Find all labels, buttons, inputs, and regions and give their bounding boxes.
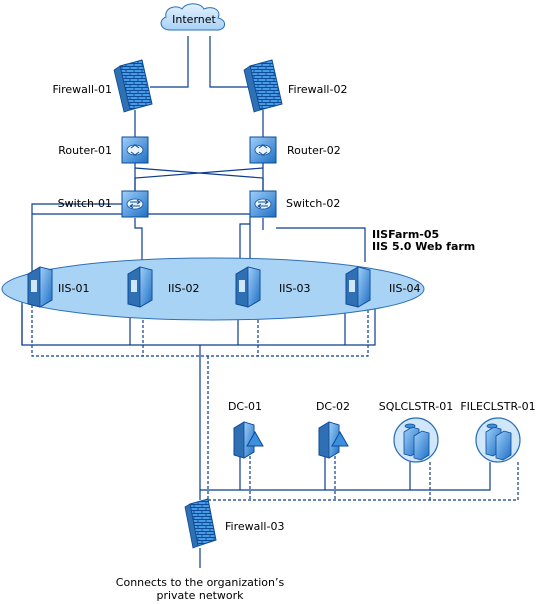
- switch-01-icon: [121, 190, 149, 218]
- dc-01-server-icon: [233, 421, 264, 459]
- dc-02-label: DC-02: [316, 400, 350, 413]
- firewall-02-icon: [243, 59, 283, 113]
- dc-02-server-icon: [318, 421, 349, 459]
- iis-01-label: IIS-01: [58, 282, 89, 295]
- sql-cluster-label: SQLCLSTR-01: [379, 400, 453, 413]
- firewall-02-label: Firewall-02: [288, 83, 347, 96]
- private-network-line2: private network: [156, 589, 244, 602]
- farm-subtitle: IIS 5.0 Web farm: [372, 240, 475, 253]
- internet-label: Internet: [172, 13, 216, 26]
- file-cluster-label: FILECLSTR-01: [460, 400, 535, 413]
- switch-02-icon: [249, 190, 277, 218]
- iis-01-server-icon: [27, 266, 53, 308]
- router-01-icon: [121, 136, 149, 164]
- file-cluster-icon: [475, 417, 521, 463]
- connection-lines: [21, 36, 519, 568]
- dc-01-label: DC-01: [228, 400, 262, 413]
- iis-04-server-icon: [345, 266, 371, 308]
- firewall-03-label: Firewall-03: [225, 520, 284, 533]
- firewall-03-icon: [184, 498, 217, 549]
- switch-01-label: Switch-01: [58, 197, 112, 210]
- router-02-label: Router-02: [287, 144, 341, 157]
- iis-02-server-icon: [127, 266, 153, 308]
- internet-cloud-icon: [160, 3, 225, 31]
- iis-03-server-icon: [235, 266, 261, 308]
- router-01-label: Router-01: [58, 144, 112, 157]
- web-farm-ellipse: [1, 257, 425, 321]
- private-network-line1: Connects to the organization’s: [116, 576, 285, 589]
- iis-04-label: IIS-04: [389, 282, 420, 295]
- firewall-01-icon: [113, 59, 153, 113]
- router-02-icon: [249, 136, 277, 164]
- iis-03-label: IIS-03: [279, 282, 310, 295]
- sql-cluster-icon: [393, 417, 439, 463]
- firewall-01-label: Firewall-01: [53, 83, 112, 96]
- switch-02-label: Switch-02: [286, 197, 340, 210]
- iis-02-label: IIS-02: [168, 282, 199, 295]
- farm-title: IISFarm-05: [372, 228, 439, 241]
